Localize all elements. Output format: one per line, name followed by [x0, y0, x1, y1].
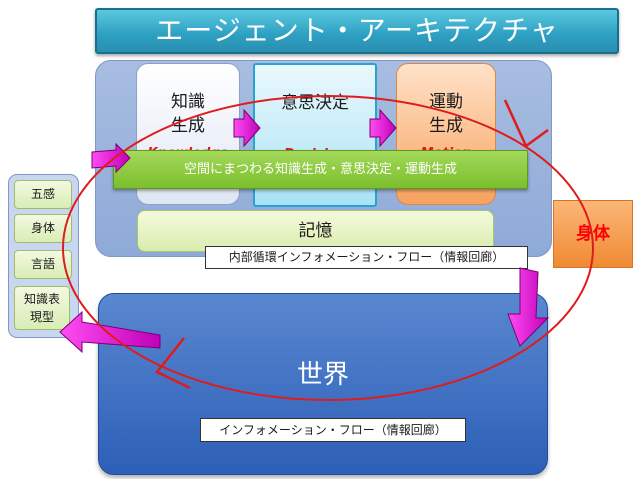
world-panel: 世界	[98, 293, 548, 475]
spatial-processing-banner: 空間にまつわる知識生成・意思決定・運動生成	[113, 150, 528, 189]
outer-flow-arrow-right	[507, 267, 550, 347]
loop-arrowhead-bottom-left	[155, 337, 191, 390]
body-box: 身体	[553, 200, 633, 268]
sidebar-item-body: 身体	[14, 214, 72, 243]
sidebar-item-knowledge-representation: 知識表 現型	[14, 286, 70, 330]
motion-line1: 運動	[429, 92, 463, 112]
motion-line2: 生成	[429, 116, 463, 136]
information-flow-label: インフォメーション・フロー（情報回廊）	[200, 418, 466, 442]
outer-flow-arrow-left	[59, 310, 161, 354]
knowledge-repr-line2: 現型	[29, 310, 54, 324]
internal-flow-label: 内部循環インフォメーション・フロー（情報回廊）	[205, 246, 528, 269]
memory-box: 記憶	[137, 210, 494, 252]
motion-label: 運動 生成	[397, 90, 495, 138]
information-loop-ellipse	[62, 95, 594, 401]
knowledge-repr-line1: 知識表	[23, 292, 60, 306]
arrow-knowledge-to-decision	[233, 108, 261, 148]
world-label: 世界	[296, 360, 349, 390]
decision-label: 意思決定	[281, 93, 349, 113]
sidebar-item-senses: 五感	[14, 180, 72, 209]
arrow-decision-to-motion	[369, 108, 397, 148]
knowledge-line1: 知識	[171, 92, 205, 112]
loop-arrowhead-top-right	[503, 99, 549, 148]
inner-flow-arrow-left	[91, 142, 131, 174]
diagram-title: エージェント・アーキテクチャ	[95, 8, 619, 54]
